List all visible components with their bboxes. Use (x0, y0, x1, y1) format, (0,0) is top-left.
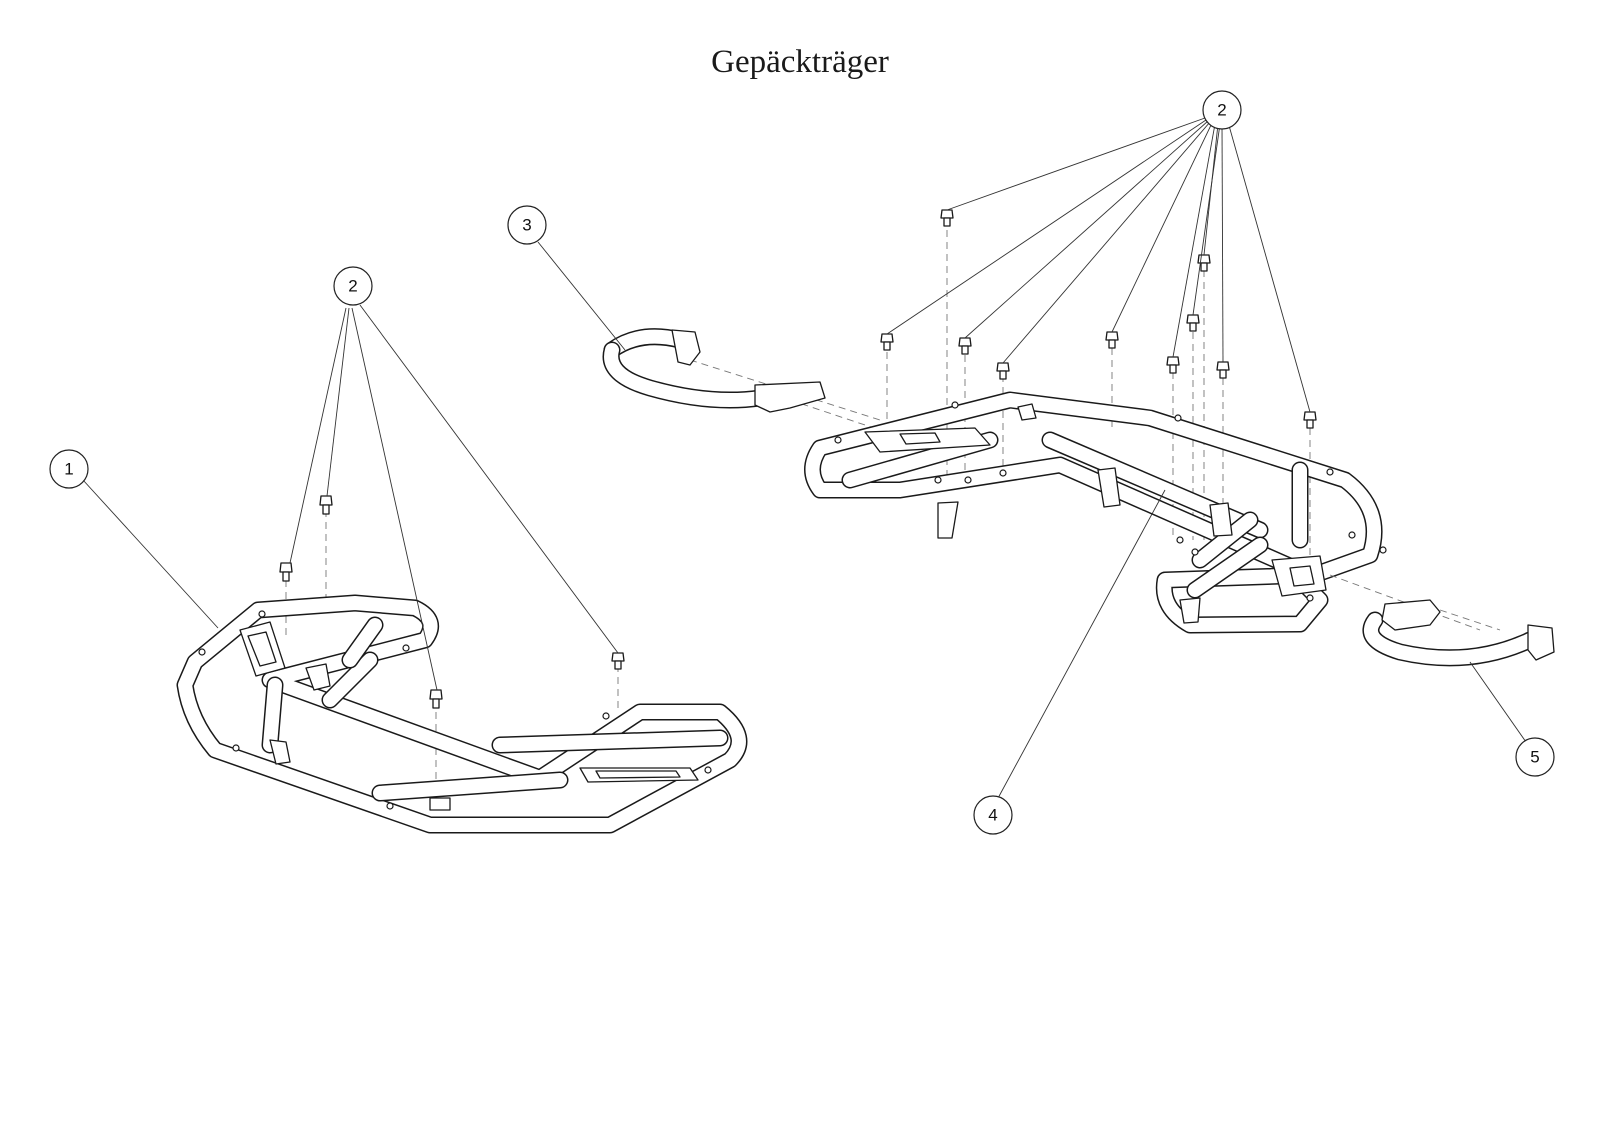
rear-rack-part-4 (804, 230, 1387, 634)
bolt-group-left (279, 495, 625, 709)
callout-3: 3 (507, 205, 547, 245)
leader-lines (82, 117, 1527, 801)
grab-handle-part-3 (602, 328, 881, 431)
callout-4: 4 (973, 795, 1013, 835)
grab-handle-part-5 (1329, 574, 1555, 667)
callout-2-left-label: 2 (348, 277, 357, 296)
bolt-icon (1303, 411, 1317, 429)
diagram-title: Gepäckträger (711, 44, 889, 80)
bolt-icon (880, 333, 894, 351)
front-rack-part-1 (176, 510, 748, 834)
bolt-group-right (880, 209, 1317, 429)
callout-2-right-label: 2 (1217, 101, 1226, 120)
bolt-icon (1105, 331, 1119, 349)
bolt-icon (1216, 361, 1230, 379)
callout-5-label: 5 (1530, 748, 1539, 767)
callout-3-label: 3 (522, 216, 531, 235)
callout-4-label: 4 (988, 806, 997, 825)
bolt-icon (611, 652, 625, 670)
bolt-icon (1166, 356, 1180, 374)
bolt-icon (1186, 314, 1200, 332)
callout-5: 5 (1515, 737, 1555, 777)
bolt-icon (429, 689, 443, 709)
callout-1: 1 (49, 449, 89, 489)
bolt-icon (958, 337, 972, 355)
callout-2-right: 2 (1202, 90, 1242, 130)
bolt-icon (996, 362, 1010, 380)
callout-1-label: 1 (64, 460, 73, 479)
callout-2-left: 2 (333, 266, 373, 306)
bolt-icon (279, 562, 293, 582)
bolt-icon (940, 209, 954, 227)
bolt-icon (319, 495, 333, 515)
